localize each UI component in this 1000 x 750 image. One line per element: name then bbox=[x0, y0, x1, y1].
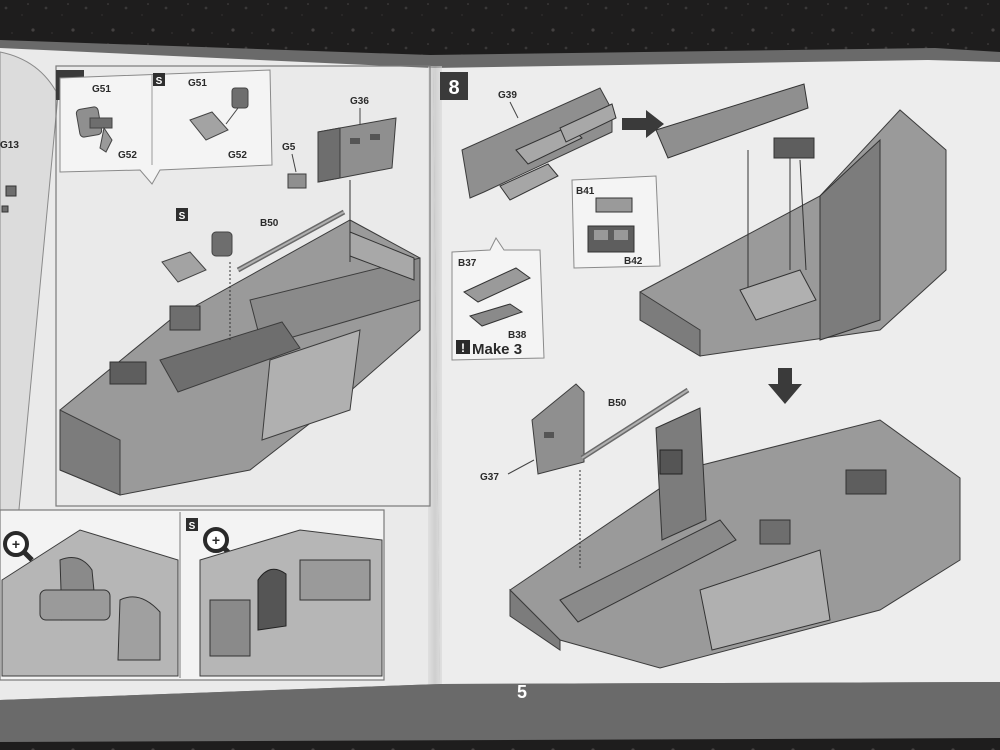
step-8-number: 8 bbox=[448, 77, 459, 99]
part-b42-label: B42 bbox=[624, 256, 643, 267]
cushion-callout: B37 B38 ! Make 3 bbox=[451, 237, 545, 361]
svg-text:+: + bbox=[12, 536, 20, 552]
bulkhead-part-g37: G37 bbox=[480, 383, 585, 483]
step-7-callout-bubble bbox=[59, 69, 273, 185]
hull-assembly-step8-top bbox=[639, 83, 947, 357]
seat-callout-left: G51 G52 bbox=[75, 84, 137, 161]
rod-part-b50: B50 bbox=[236, 209, 346, 273]
magnify-plus-icon: + bbox=[3, 531, 34, 562]
reverse-side-icon: S bbox=[176, 208, 188, 222]
svg-text:!: ! bbox=[461, 341, 465, 355]
detail-zoom-panel: + + S bbox=[0, 509, 385, 681]
page-number: 5 bbox=[517, 682, 527, 702]
hull-assembly-step7 bbox=[59, 180, 421, 496]
seat-assembly-step7: S bbox=[161, 208, 233, 283]
step-8-badge: 8 bbox=[440, 72, 468, 100]
hull-assembly-step8-bottom bbox=[509, 407, 961, 669]
flow-arrow-down bbox=[768, 368, 802, 404]
seat-rail-part-g39: G39 bbox=[461, 87, 617, 201]
part-b50-label-step7: B50 bbox=[260, 218, 279, 229]
part-b37-label: B37 bbox=[458, 258, 477, 269]
page-footer: 5 bbox=[0, 682, 1000, 740]
step-7-panel: 7 S G51 G52 G51 G52 bbox=[0, 65, 431, 507]
step-7-callout-left-part-b: G52 bbox=[118, 150, 137, 161]
part-b38-label: B38 bbox=[508, 330, 527, 341]
seat-callout-right: G51 G52 bbox=[188, 78, 249, 161]
attention-icon: ! bbox=[456, 340, 470, 355]
part-g13-label: G13 bbox=[0, 140, 19, 151]
part-g37-label: G37 bbox=[480, 472, 499, 483]
rod-part-b50-step8: B50 bbox=[580, 387, 690, 461]
flow-arrow-right bbox=[622, 110, 664, 138]
part-g39-label: G39 bbox=[498, 90, 517, 101]
step-7-callout-right-part-b: G52 bbox=[228, 150, 247, 161]
reverse-side-icon: S bbox=[153, 73, 165, 87]
svg-text:S: S bbox=[189, 521, 196, 532]
svg-text:S: S bbox=[156, 76, 163, 87]
part-b41-label: B41 bbox=[576, 186, 595, 197]
seat-block-callout: B41 B42 bbox=[571, 175, 661, 269]
step-8-panel: 8 G39 B41 B42 B37 B3 bbox=[440, 72, 961, 669]
svg-text:+: + bbox=[212, 532, 220, 548]
reverse-side-icon: S bbox=[186, 518, 198, 532]
bulkhead-part-g36: G36 bbox=[317, 96, 397, 183]
make-quantity-note: Make 3 bbox=[472, 341, 522, 358]
magnify-plus-icon: + bbox=[203, 527, 234, 558]
part-g5-label: G5 bbox=[282, 142, 296, 153]
part-g36-label: G36 bbox=[350, 96, 369, 107]
step-7-callout-right-part-a: G51 bbox=[188, 78, 207, 89]
svg-text:S: S bbox=[179, 211, 186, 222]
step-7-frame bbox=[55, 65, 431, 507]
step-7-callout-left-part-a: G51 bbox=[92, 84, 111, 95]
small-block-part-g5: G5 bbox=[282, 142, 307, 189]
part-b50-label-step8: B50 bbox=[608, 398, 627, 409]
